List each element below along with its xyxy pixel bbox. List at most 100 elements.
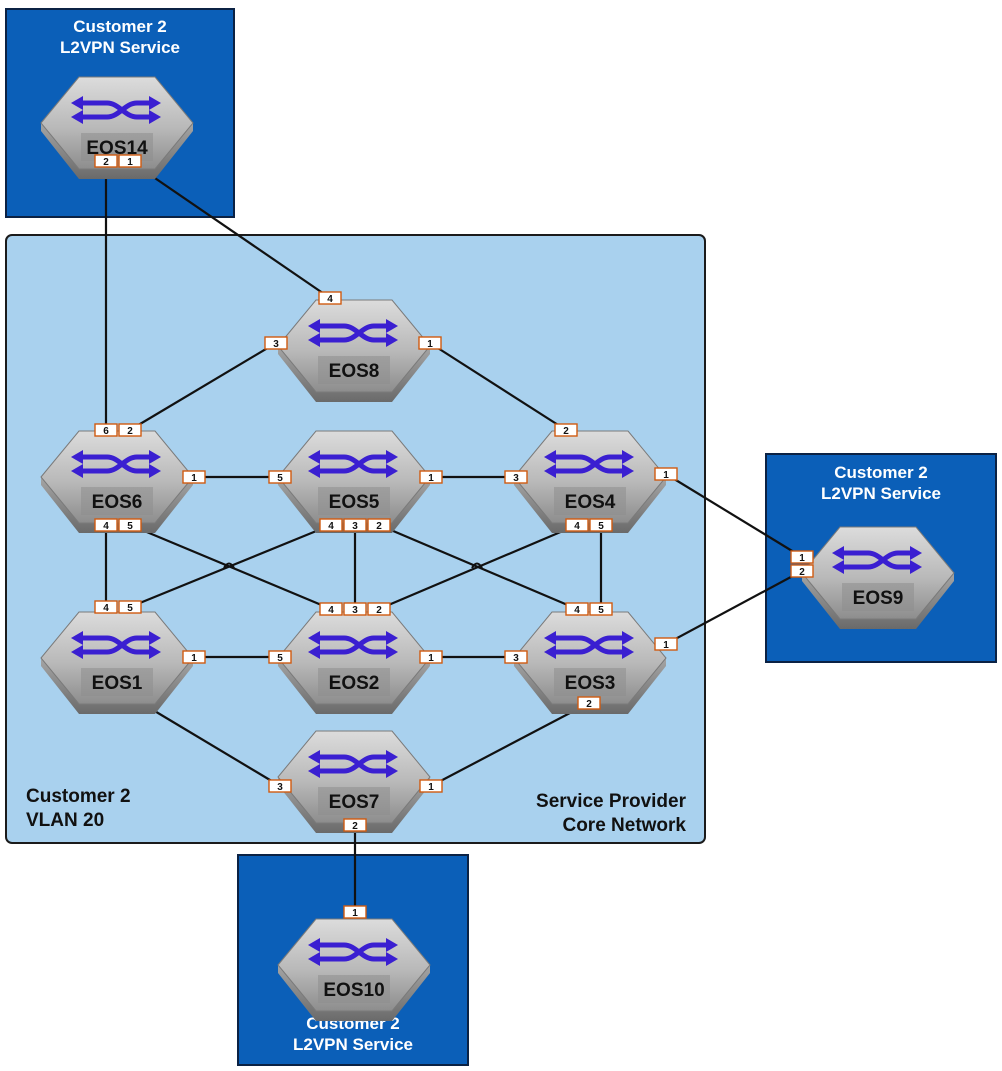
port-eos7-1: 1 (419, 779, 443, 793)
core-left-label-1: Customer 2 (26, 786, 131, 807)
customer-box-top-label: Customer 2 L2VPN Service (5, 16, 235, 58)
arrow-head-icon (308, 631, 320, 645)
arrow-head-icon (832, 546, 844, 560)
port-number-label: 3 (277, 782, 283, 793)
port-number-label: 4 (328, 521, 334, 532)
port-box (268, 470, 292, 484)
port-number-label: 2 (127, 426, 133, 437)
port-eos4-5: 5 (589, 518, 613, 532)
port-box (118, 518, 142, 532)
arrow-head-icon (71, 631, 83, 645)
port-number-label: 2 (563, 426, 569, 437)
arrow-head-icon (149, 96, 161, 110)
port-box (577, 696, 601, 710)
port-eos2-1: 1 (419, 650, 443, 664)
port-box (343, 818, 367, 832)
link-eos8-eos4 (429, 342, 567, 431)
arrow-head-icon (386, 464, 398, 478)
device-name-label: EOS5 (329, 492, 380, 513)
port-eos8-3: 3 (264, 336, 288, 350)
port-number-label: 2 (376, 605, 382, 616)
arrow-head-icon (386, 938, 398, 952)
port-eos8-1: 1 (418, 336, 442, 350)
port-eos3-2: 2 (577, 696, 601, 710)
port-eos7-3: 3 (268, 779, 292, 793)
arrow-head-icon (386, 952, 398, 966)
arrow-head-icon (544, 464, 556, 478)
customer-box-right-line2: L2VPN Service (820, 484, 941, 503)
arrow-head-icon (71, 464, 83, 478)
device-eos2[interactable]: EOS2 (277, 611, 431, 714)
customer-box-right-line1: Customer 2 (834, 463, 928, 482)
port-number-label: 2 (586, 699, 592, 710)
port-eos1-1: 1 (182, 650, 206, 664)
customer-box-bottom (237, 854, 469, 1066)
port-eos4-1: 1 (654, 467, 678, 481)
port-eos10-1: 1 (343, 905, 367, 919)
switch-arrows-icon (312, 635, 386, 655)
customer-box-top-line1: Customer 2 (73, 17, 167, 36)
device-eos9[interactable]: EOS9 (801, 526, 955, 629)
device-eos10[interactable]: EOS10 (277, 918, 431, 1021)
port-box (589, 602, 613, 616)
device-eos4[interactable]: EOS4 (513, 430, 667, 533)
port-eos3-1: 1 (654, 637, 678, 651)
link-eos5-eos1 (129, 523, 332, 609)
link-eos4-eos9 (665, 473, 803, 558)
port-number-label: 4 (103, 603, 109, 614)
port-eos9-2: 2 (790, 564, 814, 578)
arrow-head-icon (386, 319, 398, 333)
port-box (565, 518, 589, 532)
port-number-label: 4 (328, 605, 334, 616)
port-number-label: 1 (191, 653, 197, 664)
port-eos1-5: 5 (118, 600, 142, 614)
port-number-label: 1 (663, 470, 669, 481)
arrow-head-icon (386, 450, 398, 464)
port-box (654, 637, 678, 651)
port-box (182, 650, 206, 664)
arrow-head-icon (308, 450, 320, 464)
device-name-plate (554, 668, 626, 696)
device-eos3[interactable]: EOS3 (513, 611, 667, 714)
core-right-label: Service Provider Core Network (536, 790, 686, 838)
link-eos3-eos7 (430, 702, 590, 787)
arrow-head-icon (308, 464, 320, 478)
port-number-label: 3 (513, 653, 519, 664)
device-name-label: EOS8 (329, 361, 380, 382)
device-eos7[interactable]: EOS7 (277, 730, 431, 833)
port-eos2-4: 4 (319, 602, 343, 616)
port-box (554, 423, 578, 437)
switch-arrows-icon (75, 454, 149, 474)
port-number-label: 5 (598, 605, 604, 616)
core-left-label: Customer 2 VLAN 20 (26, 785, 131, 833)
port-box (654, 467, 678, 481)
switch-arrows-icon (312, 323, 386, 343)
switch-arrows-icon (312, 454, 386, 474)
port-eos2-3: 3 (343, 602, 367, 616)
port-eos3-5: 5 (589, 602, 613, 616)
device-eos6[interactable]: EOS6 (40, 430, 194, 533)
arrow-head-icon (386, 645, 398, 659)
port-eos6-1: 1 (182, 470, 206, 484)
device-eos8[interactable]: EOS8 (277, 299, 431, 402)
arrow-head-icon (308, 319, 320, 333)
device-eos1[interactable]: EOS1 (40, 611, 194, 714)
device-eos5[interactable]: EOS5 (277, 430, 431, 533)
link-eos8-eos6 (129, 342, 277, 431)
port-number-label: 4 (574, 605, 580, 616)
customer-box-right-label: Customer 2 L2VPN Service (765, 462, 997, 504)
port-box (418, 336, 442, 350)
device-name-label: EOS10 (323, 980, 384, 1001)
port-number-label: 1 (428, 782, 434, 793)
link-eos14-eos8 (129, 160, 331, 299)
port-number-label: 6 (103, 426, 109, 437)
port-eos4-3: 3 (504, 470, 528, 484)
device-name-label: EOS14 (86, 138, 148, 159)
arrow-head-icon (544, 645, 556, 659)
port-box (504, 470, 528, 484)
device-name-plate (318, 668, 390, 696)
switch-arrows-icon (548, 635, 622, 655)
port-box (94, 600, 118, 614)
